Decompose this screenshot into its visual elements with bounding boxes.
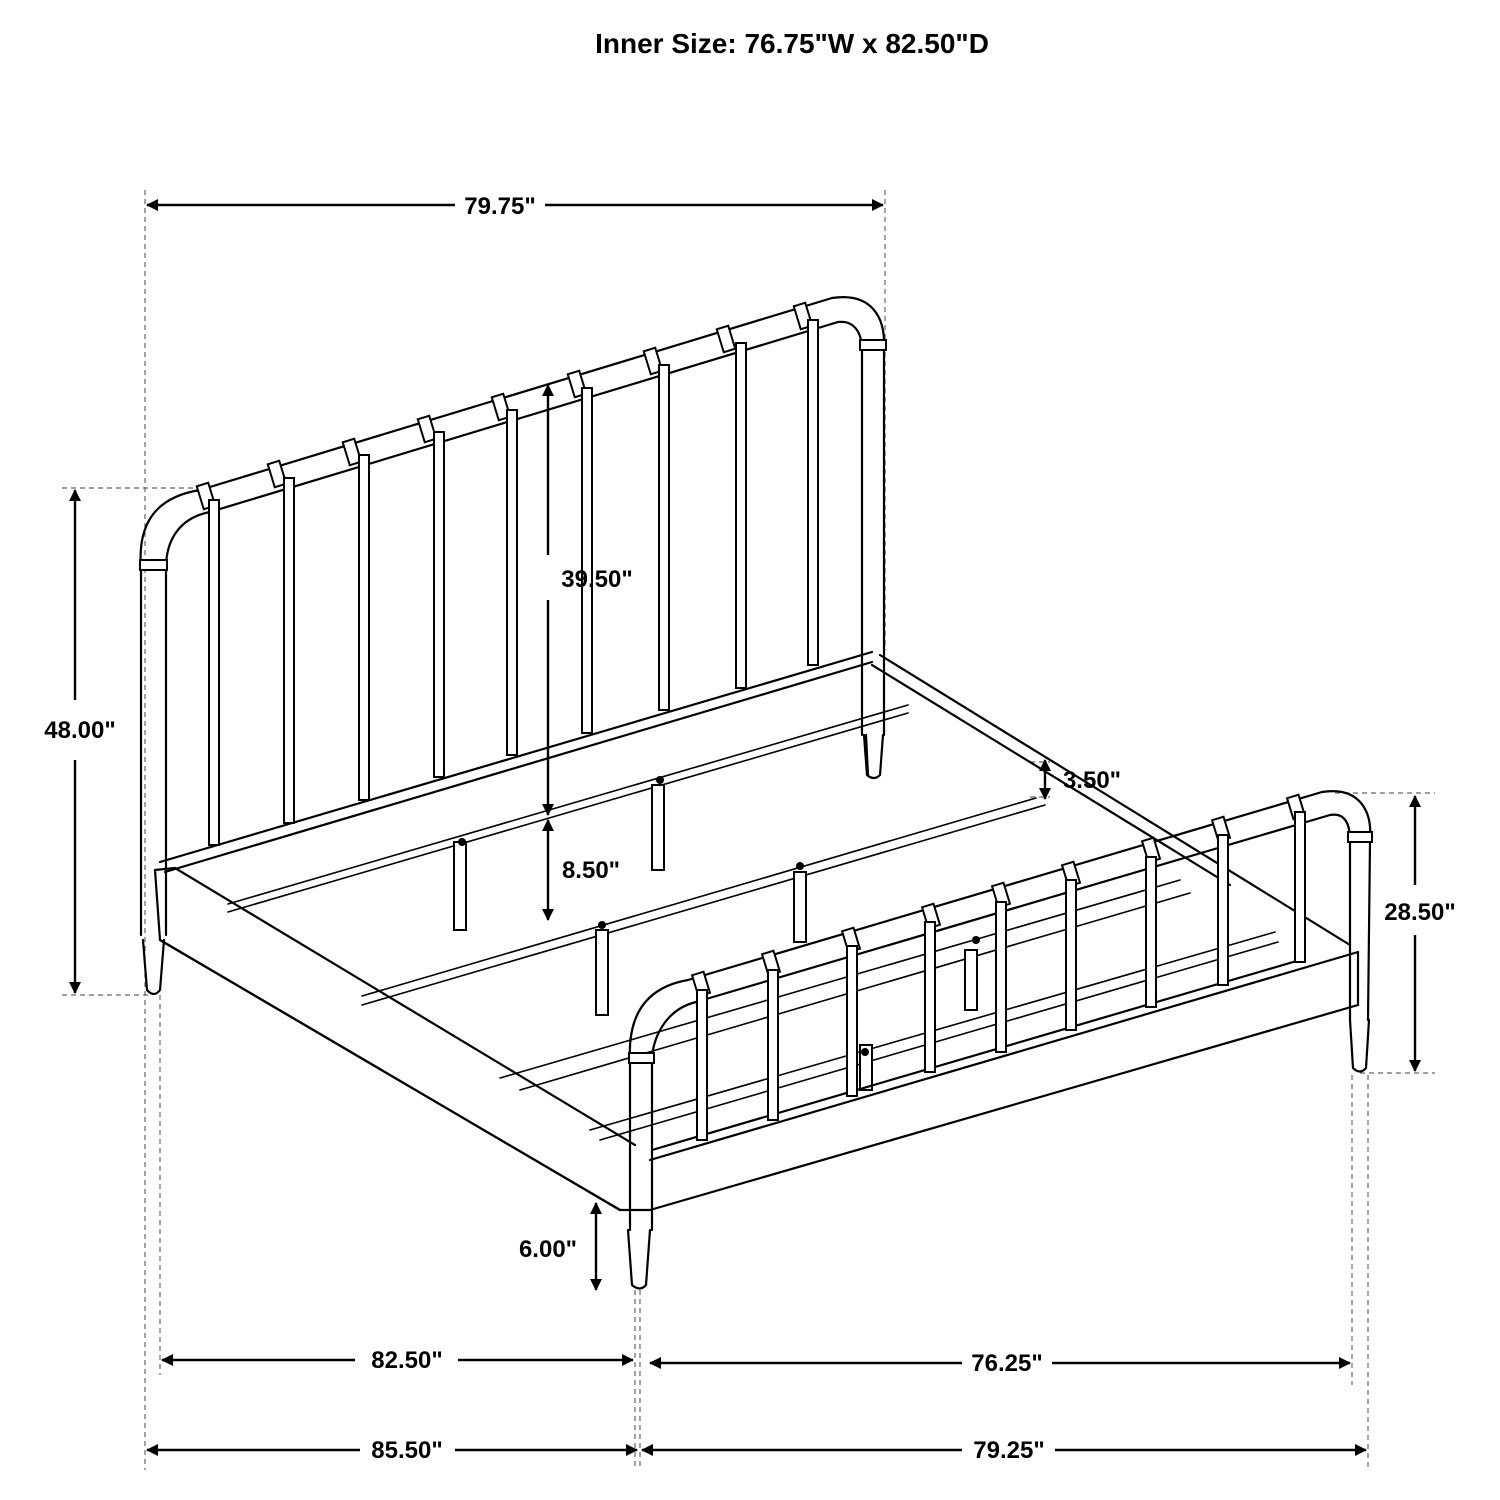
- slat-height-label: 3.50": [1063, 767, 1121, 794]
- diagram-title: Inner Size: 76.75"W x 82.50"D: [595, 28, 989, 59]
- clearance-label: 6.00": [519, 1236, 577, 1263]
- headboard-collars: [195, 301, 814, 511]
- inner-width-label: 76.25": [971, 1350, 1042, 1377]
- dim-headboard-width: 79.75": [146, 193, 884, 220]
- inner-length-label: 82.50": [371, 1347, 442, 1374]
- dim-inner-width: 76.25": [649, 1350, 1351, 1377]
- dim-slat-height: 3.50": [1039, 759, 1121, 800]
- dim-headboard-height: 48.00": [44, 489, 116, 994]
- rail-height-label: 8.50": [562, 857, 620, 884]
- dim-rail-height: 8.50": [542, 819, 620, 921]
- footboard-height-label: 28.50": [1384, 899, 1455, 926]
- footboard-spindles: [696, 811, 1306, 1141]
- dim-footboard-height: 28.50": [1384, 795, 1456, 1072]
- overall-width-label: 79.25": [973, 1437, 1044, 1464]
- dim-clearance: 6.00": [519, 1202, 602, 1291]
- footboard: [628, 790, 1373, 1232]
- dim-headboard-panel: 39.50": [542, 384, 633, 816]
- dim-overall-width: 79.25": [641, 1437, 1367, 1464]
- headboard: [139, 296, 887, 996]
- headboard-spindles: [208, 319, 819, 846]
- headboard-width-label: 79.75": [464, 193, 535, 220]
- overall-length-label: 85.50": [371, 1437, 442, 1464]
- headboard-height-label: 48.00": [44, 717, 115, 744]
- headboard-panel-label: 39.50": [561, 566, 632, 593]
- dim-inner-length: 82.50": [161, 1347, 634, 1374]
- dim-overall-length: 85.50": [146, 1437, 638, 1464]
- bed-frame: [153, 653, 1371, 1290]
